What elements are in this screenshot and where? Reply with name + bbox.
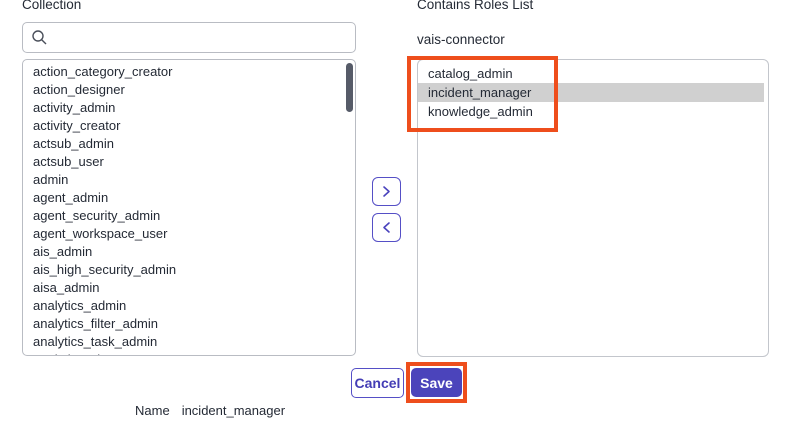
- collection-list-item[interactable]: ais_high_security_admin: [33, 262, 177, 277]
- cancel-button[interactable]: Cancel: [351, 368, 404, 398]
- collection-list-item[interactable]: analytics_task_admin: [33, 334, 158, 349]
- chevron-right-icon: [380, 185, 393, 198]
- collection-list-item[interactable]: analytics_admin: [33, 298, 127, 313]
- collection-list-item[interactable]: analytics_viewer: [23, 351, 355, 355]
- collection-list-item[interactable]: agent_admin: [33, 190, 109, 205]
- move-right-button[interactable]: [372, 177, 401, 206]
- collection-list-item[interactable]: actsub_admin: [33, 136, 114, 151]
- name-row: Name incident_manager: [135, 403, 285, 418]
- chevron-left-icon: [380, 221, 393, 234]
- connector-name-label: vais-connector: [417, 32, 505, 47]
- collection-list-item[interactable]: action_category_creator: [33, 64, 173, 79]
- scrollbar-thumb[interactable]: [346, 63, 353, 112]
- collection-list-item[interactable]: agent_workspace_user: [33, 226, 168, 241]
- collection-search: [22, 22, 356, 53]
- contains-roles-label: Contains Roles List: [417, 0, 534, 12]
- roles-list-item[interactable]: catalog_admin: [428, 66, 513, 81]
- roles-list-item[interactable]: incident_manager: [418, 83, 764, 102]
- move-left-button[interactable]: [372, 213, 401, 242]
- collection-list-item[interactable]: ais_admin: [33, 244, 93, 259]
- name-label: Name: [135, 403, 170, 418]
- collection-list-item[interactable]: agent_security_admin: [33, 208, 161, 223]
- collection-list-item[interactable]: aisa_admin: [33, 280, 100, 295]
- collection-listbox[interactable]: action_category_creator action_designer …: [22, 59, 356, 356]
- name-value: incident_manager: [181, 403, 286, 418]
- collection-list-item[interactable]: actsub_user: [33, 154, 104, 169]
- collection-list-item[interactable]: activity_creator: [33, 118, 121, 133]
- collection-list-item[interactable]: activity_admin: [33, 100, 116, 115]
- collection-label: Collection: [22, 0, 82, 12]
- roles-list-item[interactable]: knowledge_admin: [428, 104, 533, 119]
- contains-roles-listbox[interactable]: catalog_admin incident_manager knowledge…: [417, 59, 769, 357]
- collection-list-item[interactable]: action_designer: [33, 82, 125, 97]
- collection-list-item[interactable]: analytics_filter_admin: [33, 316, 159, 331]
- save-button[interactable]: Save: [411, 368, 462, 397]
- collection-search-input[interactable]: [22, 22, 356, 53]
- collection-list-item[interactable]: admin: [33, 172, 69, 187]
